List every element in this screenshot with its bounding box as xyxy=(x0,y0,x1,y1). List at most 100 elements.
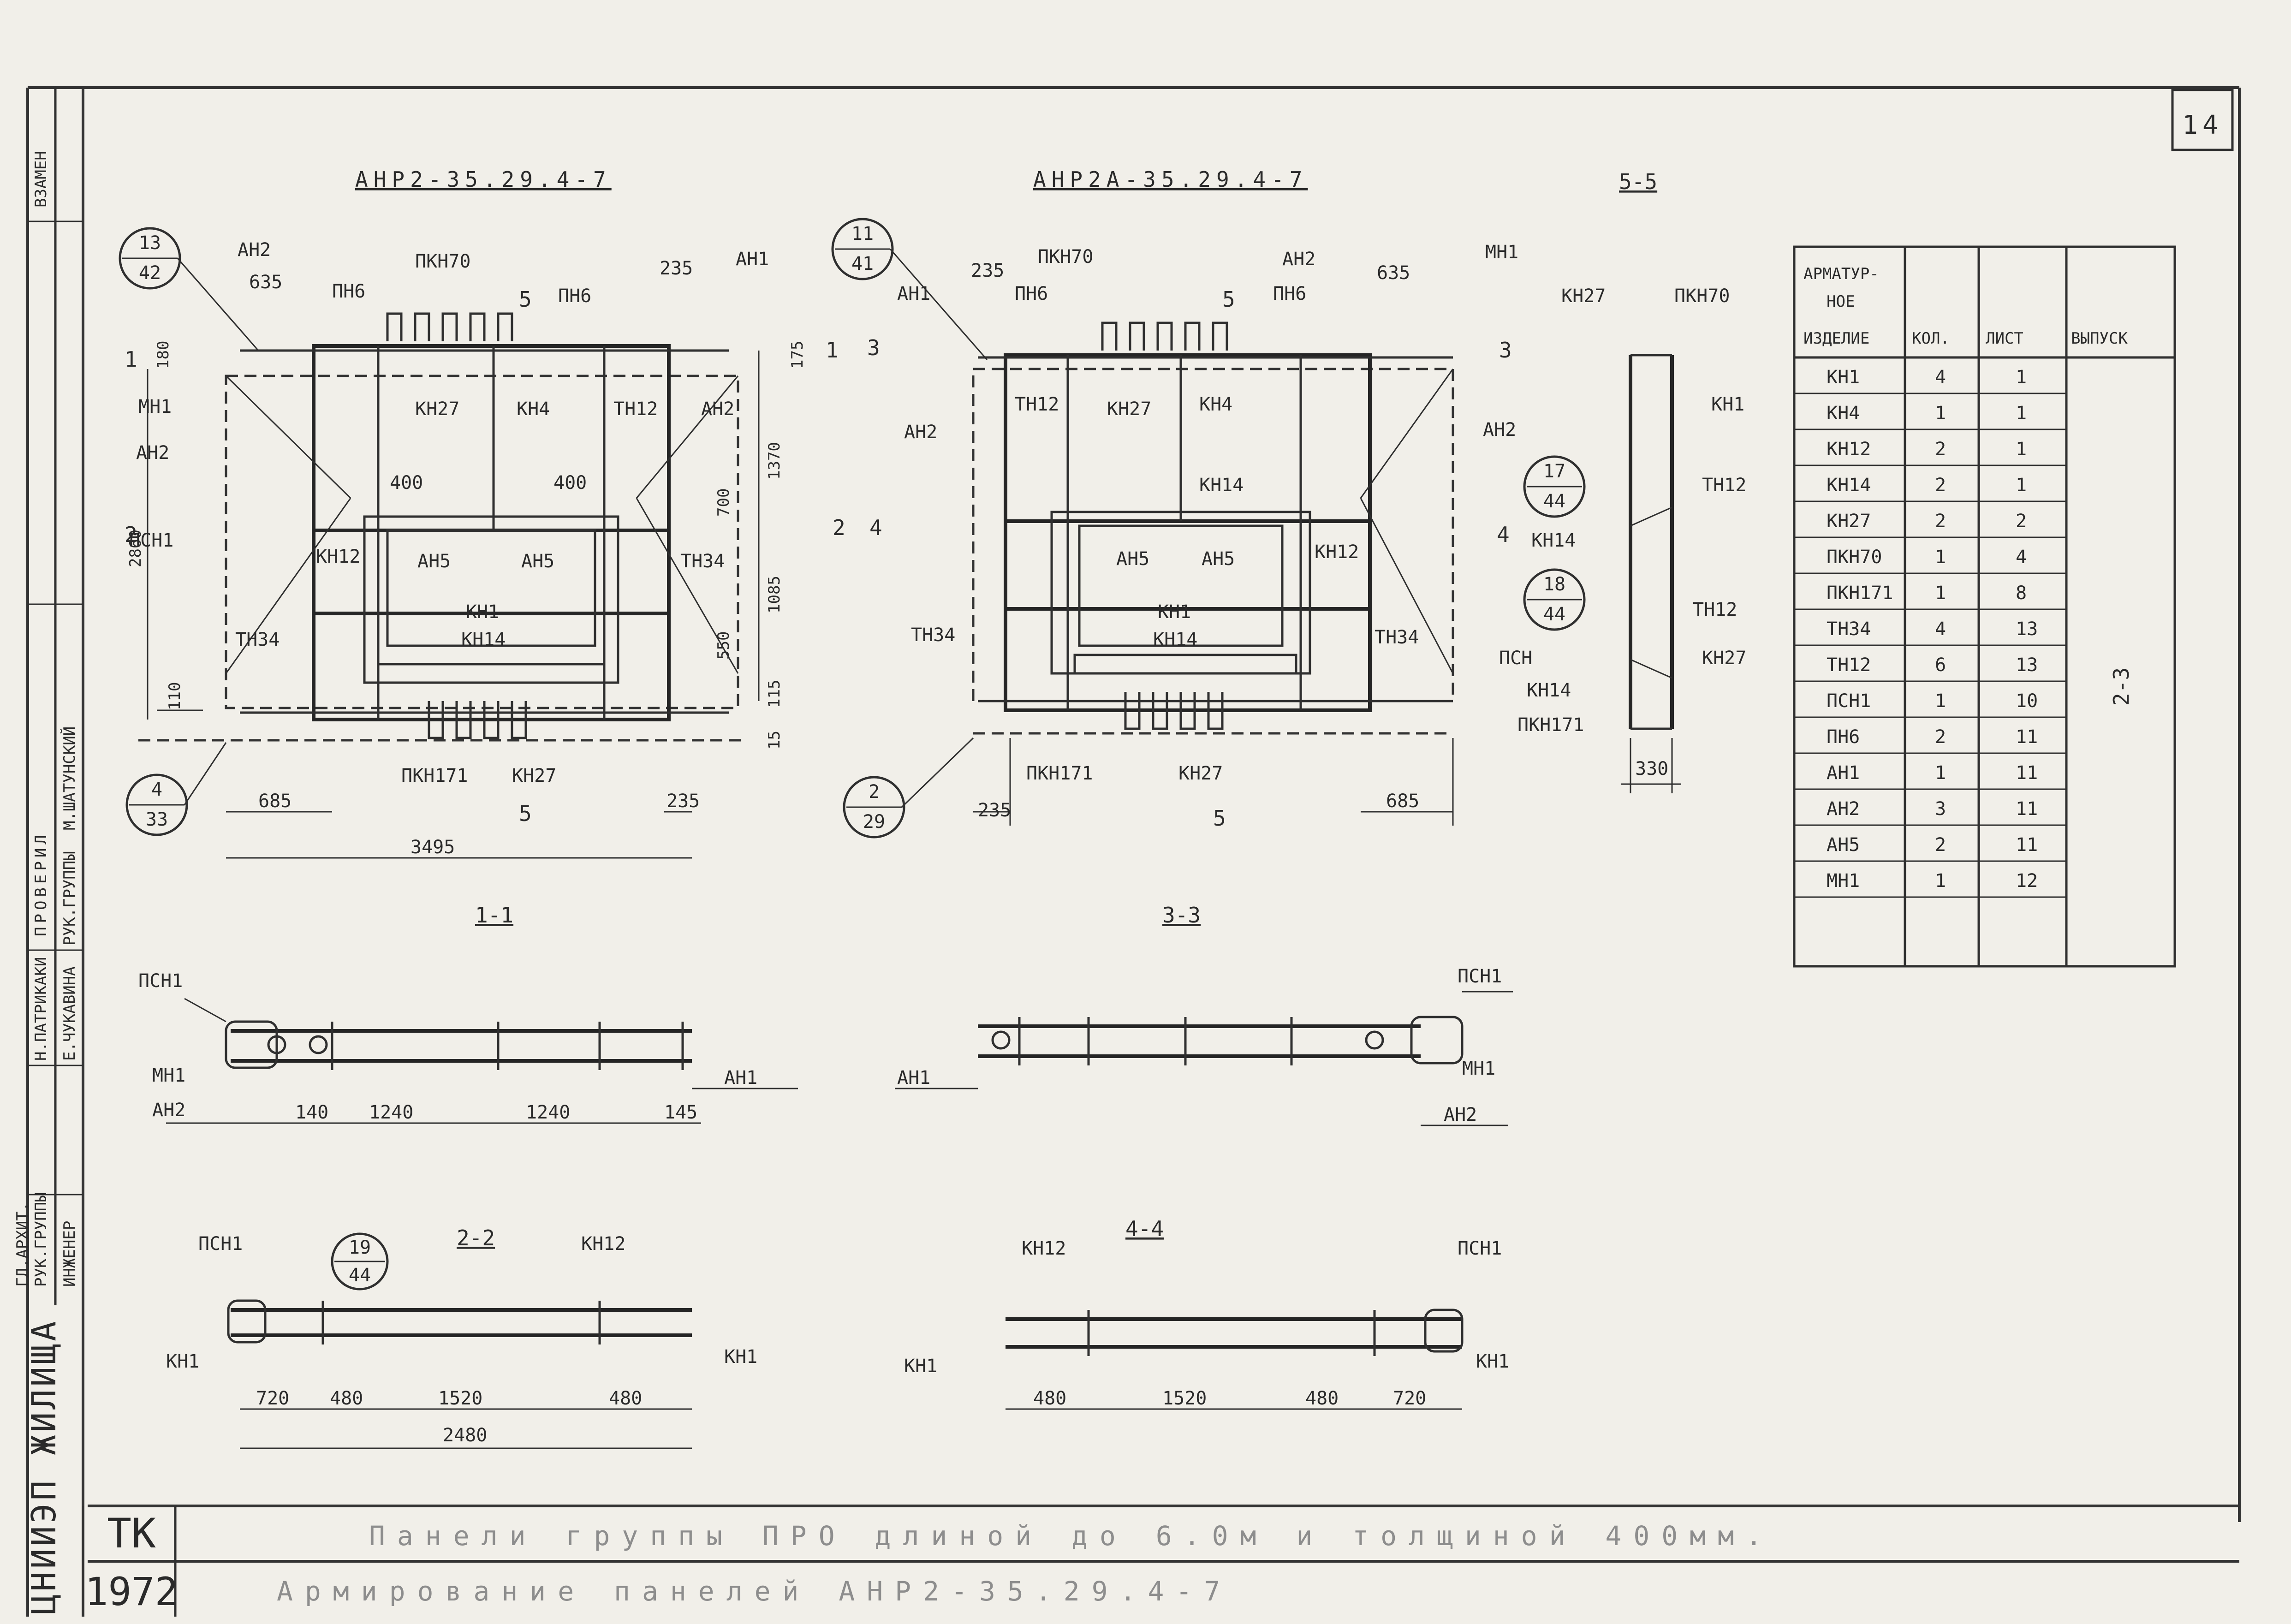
right-label: КН4 xyxy=(1199,394,1232,415)
left-label: МН1 xyxy=(138,396,172,417)
section-1-1-label: АН1 xyxy=(724,1067,757,1089)
table-cell-sheet: 11 xyxy=(2016,726,2038,748)
section-2-2-dim: 480 xyxy=(609,1388,642,1409)
section-mark: 4 xyxy=(1497,522,1510,547)
table-header-sheet: ЛИСТ xyxy=(1986,329,2023,348)
callout-11-41-num: 11 xyxy=(851,223,874,244)
section-2-2-label: КН12 xyxy=(581,1233,625,1255)
callout-13-42-den: 42 xyxy=(139,262,161,284)
section-mark: 5 xyxy=(519,287,532,312)
section-5-5-label: КН1 xyxy=(1711,394,1744,415)
right-label: АН2 xyxy=(1483,419,1516,440)
stamp-checked-label: ПРОВЕРИЛ xyxy=(32,831,50,936)
table-header-qty: КОЛ. xyxy=(1912,329,1950,348)
table-cell-item: МН1 xyxy=(1827,870,1860,892)
stamp-role-1: ГЛ.АРХИТ. xyxy=(13,1202,32,1287)
section-5-5-label: КН27 xyxy=(1702,648,1746,669)
section-4-4-label: КН1 xyxy=(904,1356,937,1377)
table-cell-sheet: 13 xyxy=(2016,619,2038,640)
left-dim: 2860 xyxy=(126,529,145,567)
table-cell-sheet: 1 xyxy=(2016,367,2027,388)
left-dim: 550 xyxy=(714,631,733,660)
sheet-frame: 14 xyxy=(26,86,2241,1617)
footer-title-line-2: Армирование панелей АНР2-35.29.4-7 xyxy=(277,1576,1232,1607)
section-1-1-title: 1-1 xyxy=(475,903,513,928)
table-cell-sheet: 11 xyxy=(2016,834,2038,856)
left-dim: 110 xyxy=(166,682,184,710)
section-5-5-label: ТН12 xyxy=(1693,599,1737,620)
callout-18-44-num: 18 xyxy=(1543,574,1565,595)
left-label: АН2 xyxy=(238,239,271,261)
left-label: 235 xyxy=(660,258,693,279)
section-2-2-dim: 720 xyxy=(256,1388,289,1409)
section-mark: 2 xyxy=(125,522,137,547)
table-cell-sheet: 2 xyxy=(2016,511,2027,532)
table-cell-item: КН1 xyxy=(1827,367,1860,388)
left-label: АН5 xyxy=(521,551,554,572)
section-mark: 1 xyxy=(826,338,839,363)
callout-19-44-num: 19 xyxy=(349,1237,371,1258)
right-dim: 685 xyxy=(1386,791,1419,812)
left-label: ПН6 xyxy=(558,286,591,307)
right-label: 635 xyxy=(1377,262,1410,284)
table-cell-sheet: 1 xyxy=(2016,403,2027,424)
left-label: АН2 xyxy=(136,442,169,464)
stamp-name-2: Е.ЧУКАВИНА xyxy=(60,966,79,1061)
table-cell-sheet: 4 xyxy=(2016,547,2027,568)
view-right: АНР2А-35.29.4-7 11 41 xyxy=(831,167,1532,839)
left-label: КН4 xyxy=(517,399,550,420)
left-dim: 1370 xyxy=(765,442,784,480)
right-label: АН2 xyxy=(1282,249,1315,270)
callout-17-44-den: 44 xyxy=(1543,491,1565,512)
left-label: КН27 xyxy=(512,765,556,786)
right-label: ПКН171 xyxy=(1026,763,1093,784)
table-cell-qty: 2 xyxy=(1935,439,1946,460)
right-label: КН1 xyxy=(1158,601,1191,623)
section-2-2-title: 2-2 xyxy=(457,1225,495,1250)
table-cell-item: КН27 xyxy=(1827,511,1871,532)
left-dim: 180 xyxy=(154,341,173,369)
section-4-4-dim: 1520 xyxy=(1162,1388,1207,1409)
section-mark: 5 xyxy=(519,801,532,826)
stamp-role-3: ИНЖЕНЕР xyxy=(60,1221,79,1287)
table-cell-sheet: 11 xyxy=(2016,798,2038,820)
left-dim: 175 xyxy=(788,341,807,369)
footer-title-line-1: Панели группы ПРО длиной до 6.0м и толщи… xyxy=(369,1520,1774,1552)
callout-2-29: 2 29 xyxy=(843,737,974,839)
left-label: 400 xyxy=(553,472,587,494)
right-label: ТН12 xyxy=(1015,394,1059,415)
stamp-role-2: РУК.ГРУППЫ xyxy=(32,1192,50,1287)
section-4-4-dim: 480 xyxy=(1033,1388,1066,1409)
table-cell-item: ПСН1 xyxy=(1827,690,1871,712)
section-mark: 1 xyxy=(125,347,137,372)
section-1-1-dim: 1240 xyxy=(369,1102,413,1123)
callout-4-33: 4 33 xyxy=(125,742,227,836)
section-5-5-label: ПКН171 xyxy=(1517,714,1584,736)
table-cell-item: АН5 xyxy=(1827,834,1860,856)
sheet-number: 14 xyxy=(2182,110,2222,140)
section-mark: 2 xyxy=(833,515,845,540)
left-label: 635 xyxy=(249,272,282,293)
footer-block: ТК 1972 Панели группы ПРО длиной до 6.0м… xyxy=(85,1510,1774,1614)
right-label: АН5 xyxy=(1202,548,1235,570)
table-cell-qty: 1 xyxy=(1935,870,1946,892)
section-mark: 4 xyxy=(869,515,882,540)
stamp-checker-name: М.ШАТУНСКИЙ xyxy=(60,726,79,830)
section-1-1-label: АН2 xyxy=(152,1100,185,1121)
right-label: ПН6 xyxy=(1015,283,1048,304)
section-4-4-label: ПСН1 xyxy=(1458,1238,1502,1259)
table-header-item-3: ИЗДЕЛИЕ xyxy=(1803,329,1869,348)
left-label: ТН34 xyxy=(680,551,725,572)
left-label: 400 xyxy=(390,472,423,494)
section-4-4-title: 4-4 xyxy=(1125,1216,1164,1241)
right-label: ТН34 xyxy=(911,625,955,646)
table-header-item-1: АРМАТУР- xyxy=(1803,265,1879,283)
left-dim: 685 xyxy=(258,791,292,812)
stamp-group-lead-role: РУК.ГРУППЫ xyxy=(60,851,79,946)
section-mark: 3 xyxy=(1499,338,1512,363)
table-cell-sheet: 1 xyxy=(2016,475,2027,496)
callout-2-29-den: 29 xyxy=(863,811,885,833)
table-cell-qty: 2 xyxy=(1935,475,1946,496)
section-4-4-label: КН12 xyxy=(1022,1238,1066,1259)
